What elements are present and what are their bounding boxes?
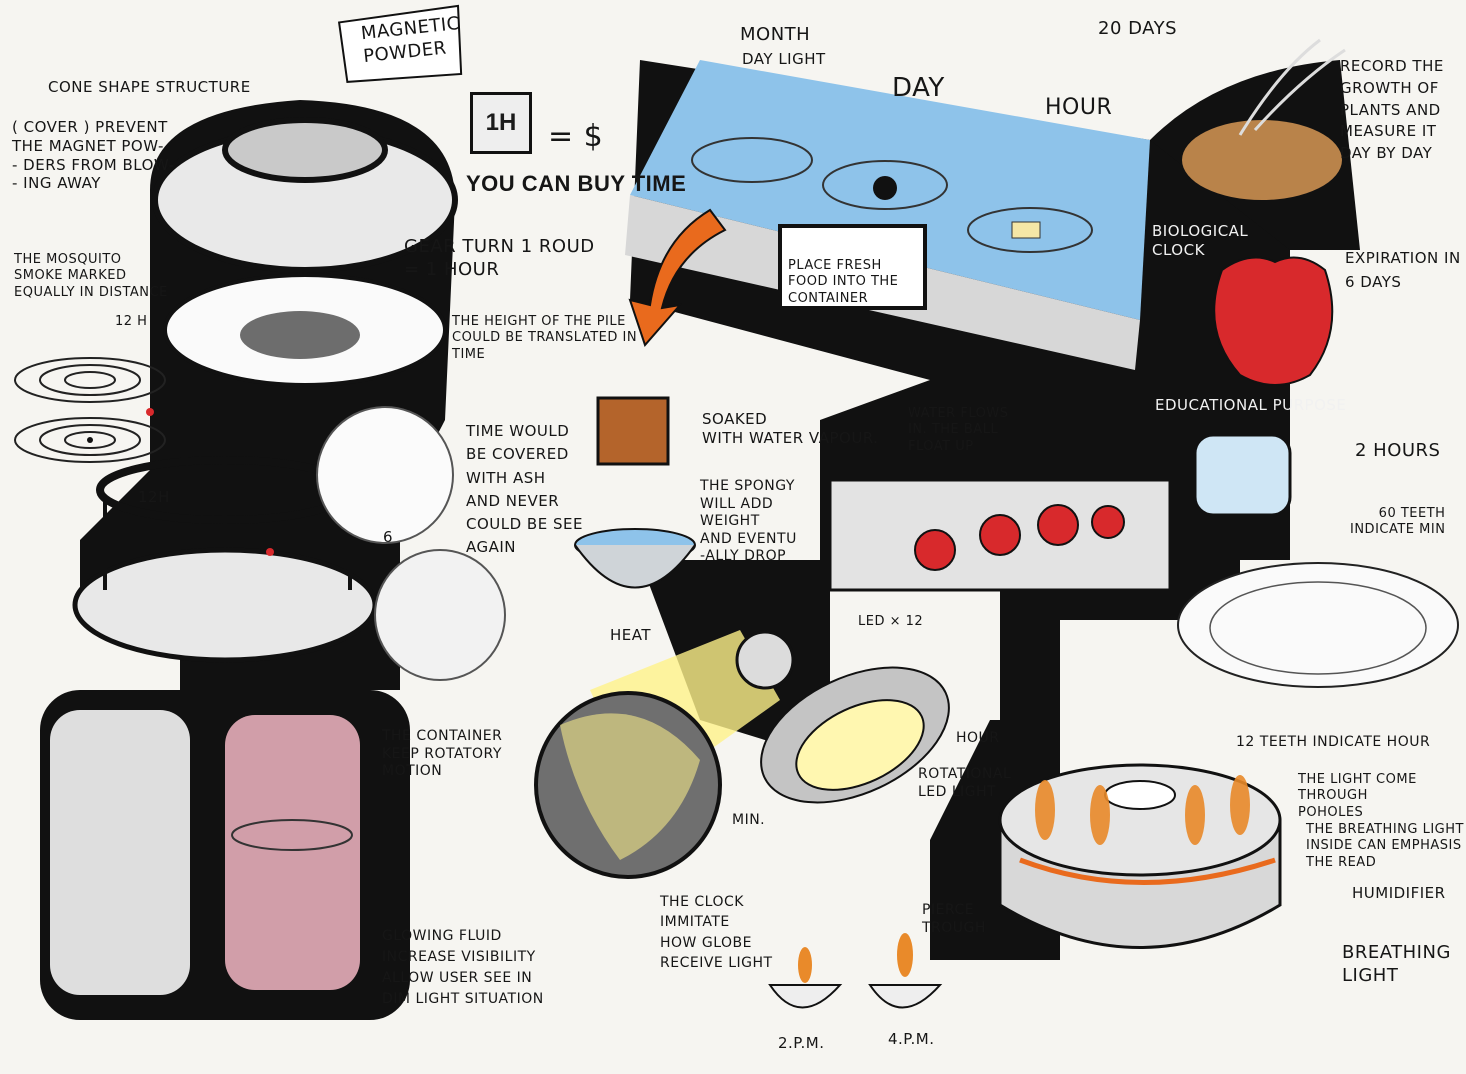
one-hour-stamp: 1H bbox=[470, 92, 532, 154]
breathing-light-label: BREATHING LIGHT bbox=[1342, 942, 1451, 986]
educational-label: EDUCATIONAL PURPOSE bbox=[1155, 396, 1347, 414]
clock-imitate-label: THE CLOCK IMMITATE HOW GLOBE RECEIVE LIG… bbox=[660, 894, 773, 971]
expiration-label: EXPIRATION IN 6 DAYS bbox=[1345, 249, 1461, 291]
incense-dish-drawing bbox=[14, 357, 506, 681]
twelve-h-label-a: 12 H bbox=[115, 314, 148, 329]
soaked-label: SOAKED WITH WATER VAPOUR. bbox=[702, 410, 879, 447]
clock-dial-drawing bbox=[1177, 562, 1459, 688]
min-label: MIN. bbox=[732, 812, 766, 828]
equals-dollar-label: = $ bbox=[548, 119, 604, 154]
two-pm-label: 2.P.M. bbox=[778, 1034, 825, 1052]
day-label: DAY bbox=[892, 73, 945, 103]
spongy-label: THE SPONGY WILL ADD WEIGHT AND EVENTU -A… bbox=[700, 478, 797, 564]
display-case-drawing bbox=[625, 60, 1150, 370]
sixty-teeth-label: 60 TEETH INDICATE MIN bbox=[1350, 506, 1446, 538]
glowing-fluid-label: GLOWING FLUID INCREASE VISIBILITY ALLOW … bbox=[382, 928, 544, 1007]
cone-shape-label: CONE SHAPE STRUCTURE bbox=[48, 78, 251, 96]
height-pile-label: THE HEIGHT OF THE PILE COULD BE TRANSLAT… bbox=[452, 314, 638, 362]
twenty-days-label: 20 DAYS bbox=[1098, 18, 1178, 39]
cylinder-drawings bbox=[50, 710, 360, 995]
globe-drawing bbox=[534, 630, 795, 879]
plant-apple-ice-drawing bbox=[1182, 38, 1346, 517]
biological-clock-label: BIOLOGICAL CLOCK bbox=[1152, 222, 1249, 259]
sponge-bowl-drawing bbox=[574, 396, 696, 589]
humidifier-label: HUMIDIFIER bbox=[1352, 884, 1446, 902]
candle-bowls-drawing bbox=[768, 933, 943, 1009]
month-label: MONTH bbox=[740, 24, 811, 45]
gear-turn-label: GEAR TURN 1 ROUD = 1 HOUR bbox=[404, 236, 595, 280]
container-keep-label: THE CONTAINER KEEP ROTATORY MOTION bbox=[382, 728, 503, 779]
buy-time-label: YOU CAN BUY TIME bbox=[466, 171, 687, 196]
heat-label: HEAT bbox=[610, 626, 652, 644]
twelve-h-label-b: 12H bbox=[138, 488, 170, 506]
place-food-label: PLACE FRESH FOOD INTO THE CONTAINER bbox=[788, 258, 899, 306]
breathing-inside-label: THE BREATHING LIGHT INSIDE CAN EMPHASIS … bbox=[1306, 822, 1464, 870]
four-pm-label: 4.P.M. bbox=[888, 1030, 935, 1048]
led-x12-label: LED × 12 bbox=[858, 614, 924, 629]
pierce-trough-label: PIERCE TROUGH bbox=[922, 902, 986, 936]
record-growth-label: RECORD THE GROWTH OF PLANTS AND MEASURE … bbox=[1340, 57, 1444, 162]
cover-prevent-label: ( COVER ) PREVENT THE MAGNET POW- - DERS… bbox=[12, 118, 175, 193]
water-flows-label: WATER FLOWS IN. THE BALL FLOAT UP bbox=[908, 406, 1009, 454]
cone-cover-drawing bbox=[152, 117, 458, 387]
six-label: 6 bbox=[383, 528, 394, 546]
hour-label: HOUR bbox=[1045, 95, 1113, 120]
time-covered-label: TIME WOULD BE COVERED WITH ASH AND NEVER… bbox=[466, 422, 583, 557]
rotational-led-label: ROTATIONAL LED LIGHT bbox=[918, 766, 1012, 800]
two-hours-label: 2 HOURS bbox=[1355, 440, 1441, 461]
magnetic-powder-flag bbox=[337, 4, 463, 83]
light-through-label: THE LIGHT COME THROUGH POHOLES bbox=[1298, 772, 1417, 820]
twelve-teeth-label: 12 TEETH INDICATE HOUR bbox=[1236, 734, 1431, 750]
hour-led-label: HOUR bbox=[956, 730, 1000, 746]
mosquito-label: THE MOSQUITO SMOKE MARKED EQUALLY IN DIS… bbox=[14, 252, 168, 300]
humidifier-drawing bbox=[998, 763, 1282, 949]
ball-machine-drawing bbox=[828, 478, 1172, 592]
led-disk-drawing bbox=[760, 666, 950, 804]
day-light-label: DAY LIGHT bbox=[742, 50, 826, 68]
orange-arrow bbox=[628, 208, 727, 347]
